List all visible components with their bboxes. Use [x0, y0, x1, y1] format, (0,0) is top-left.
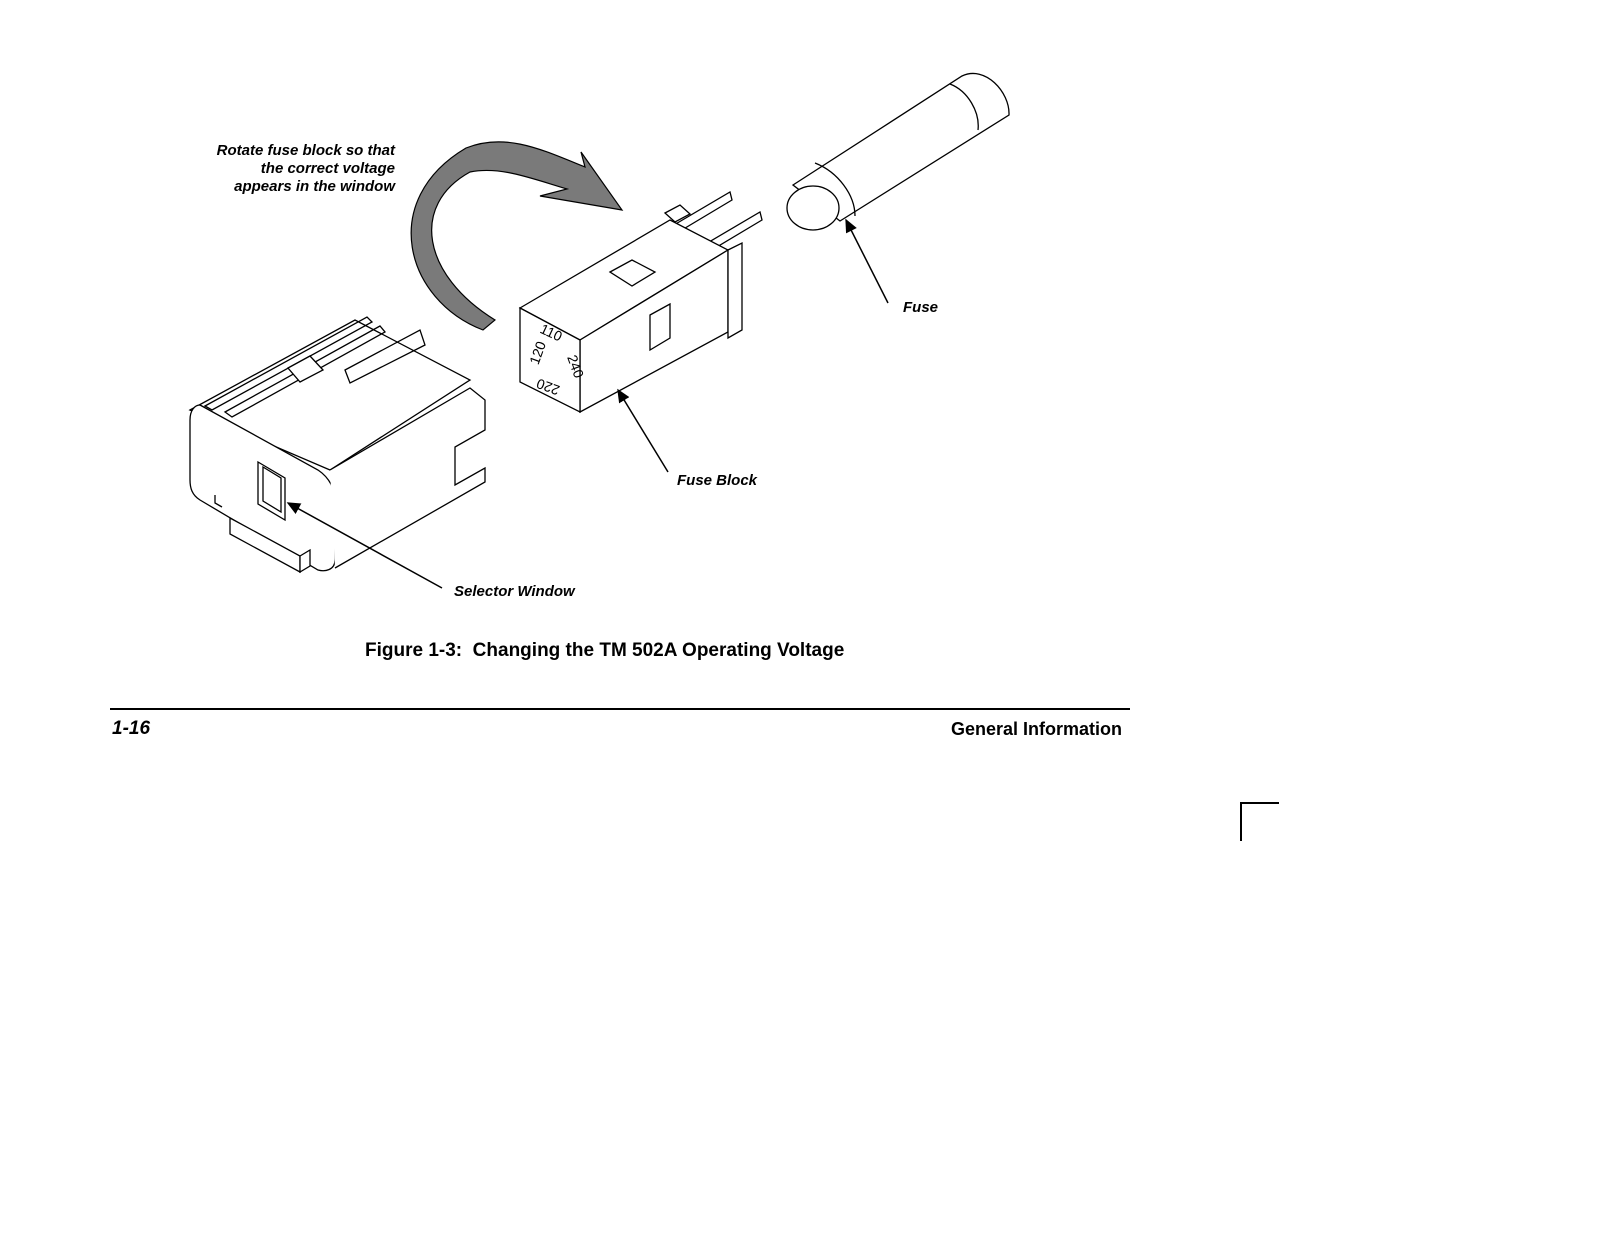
- crop-mark: [1240, 802, 1279, 841]
- fuse-block: 110 120 240 220: [518, 190, 763, 414]
- fuse-block-leader: [617, 388, 669, 473]
- rotate-instruction-line-3: appears in the window: [234, 178, 395, 195]
- fuse-callout: Fuse: [903, 299, 939, 316]
- footer-rule: [110, 708, 1130, 710]
- page-number: 1-16: [112, 718, 151, 739]
- selector-window-leader: [286, 502, 443, 589]
- rotate-instruction-line-1: Rotate fuse block so that: [216, 142, 395, 159]
- rotate-instruction-callout: Rotate fuse block so that the correct vo…: [150, 142, 395, 196]
- rotate-instruction-line-2: the correct voltage: [260, 160, 395, 177]
- selector-window-callout: Selector Window: [454, 583, 575, 600]
- fuse-cylinder: [786, 72, 1010, 231]
- rotation-arrow: [410, 141, 624, 331]
- figure-caption: Figure 1-3: Changing the TM 502A Operati…: [365, 640, 845, 661]
- voltage-240: 240: [564, 353, 587, 381]
- fuse-holder-housing: [188, 316, 486, 574]
- fuse-leader: [845, 218, 889, 304]
- voltage-120: 120: [526, 339, 549, 367]
- fuse-block-callout: Fuse Block: [677, 472, 758, 489]
- voltage-220: 220: [534, 375, 562, 398]
- leader-lines: [286, 218, 889, 589]
- section-title: General Information: [950, 719, 1122, 739]
